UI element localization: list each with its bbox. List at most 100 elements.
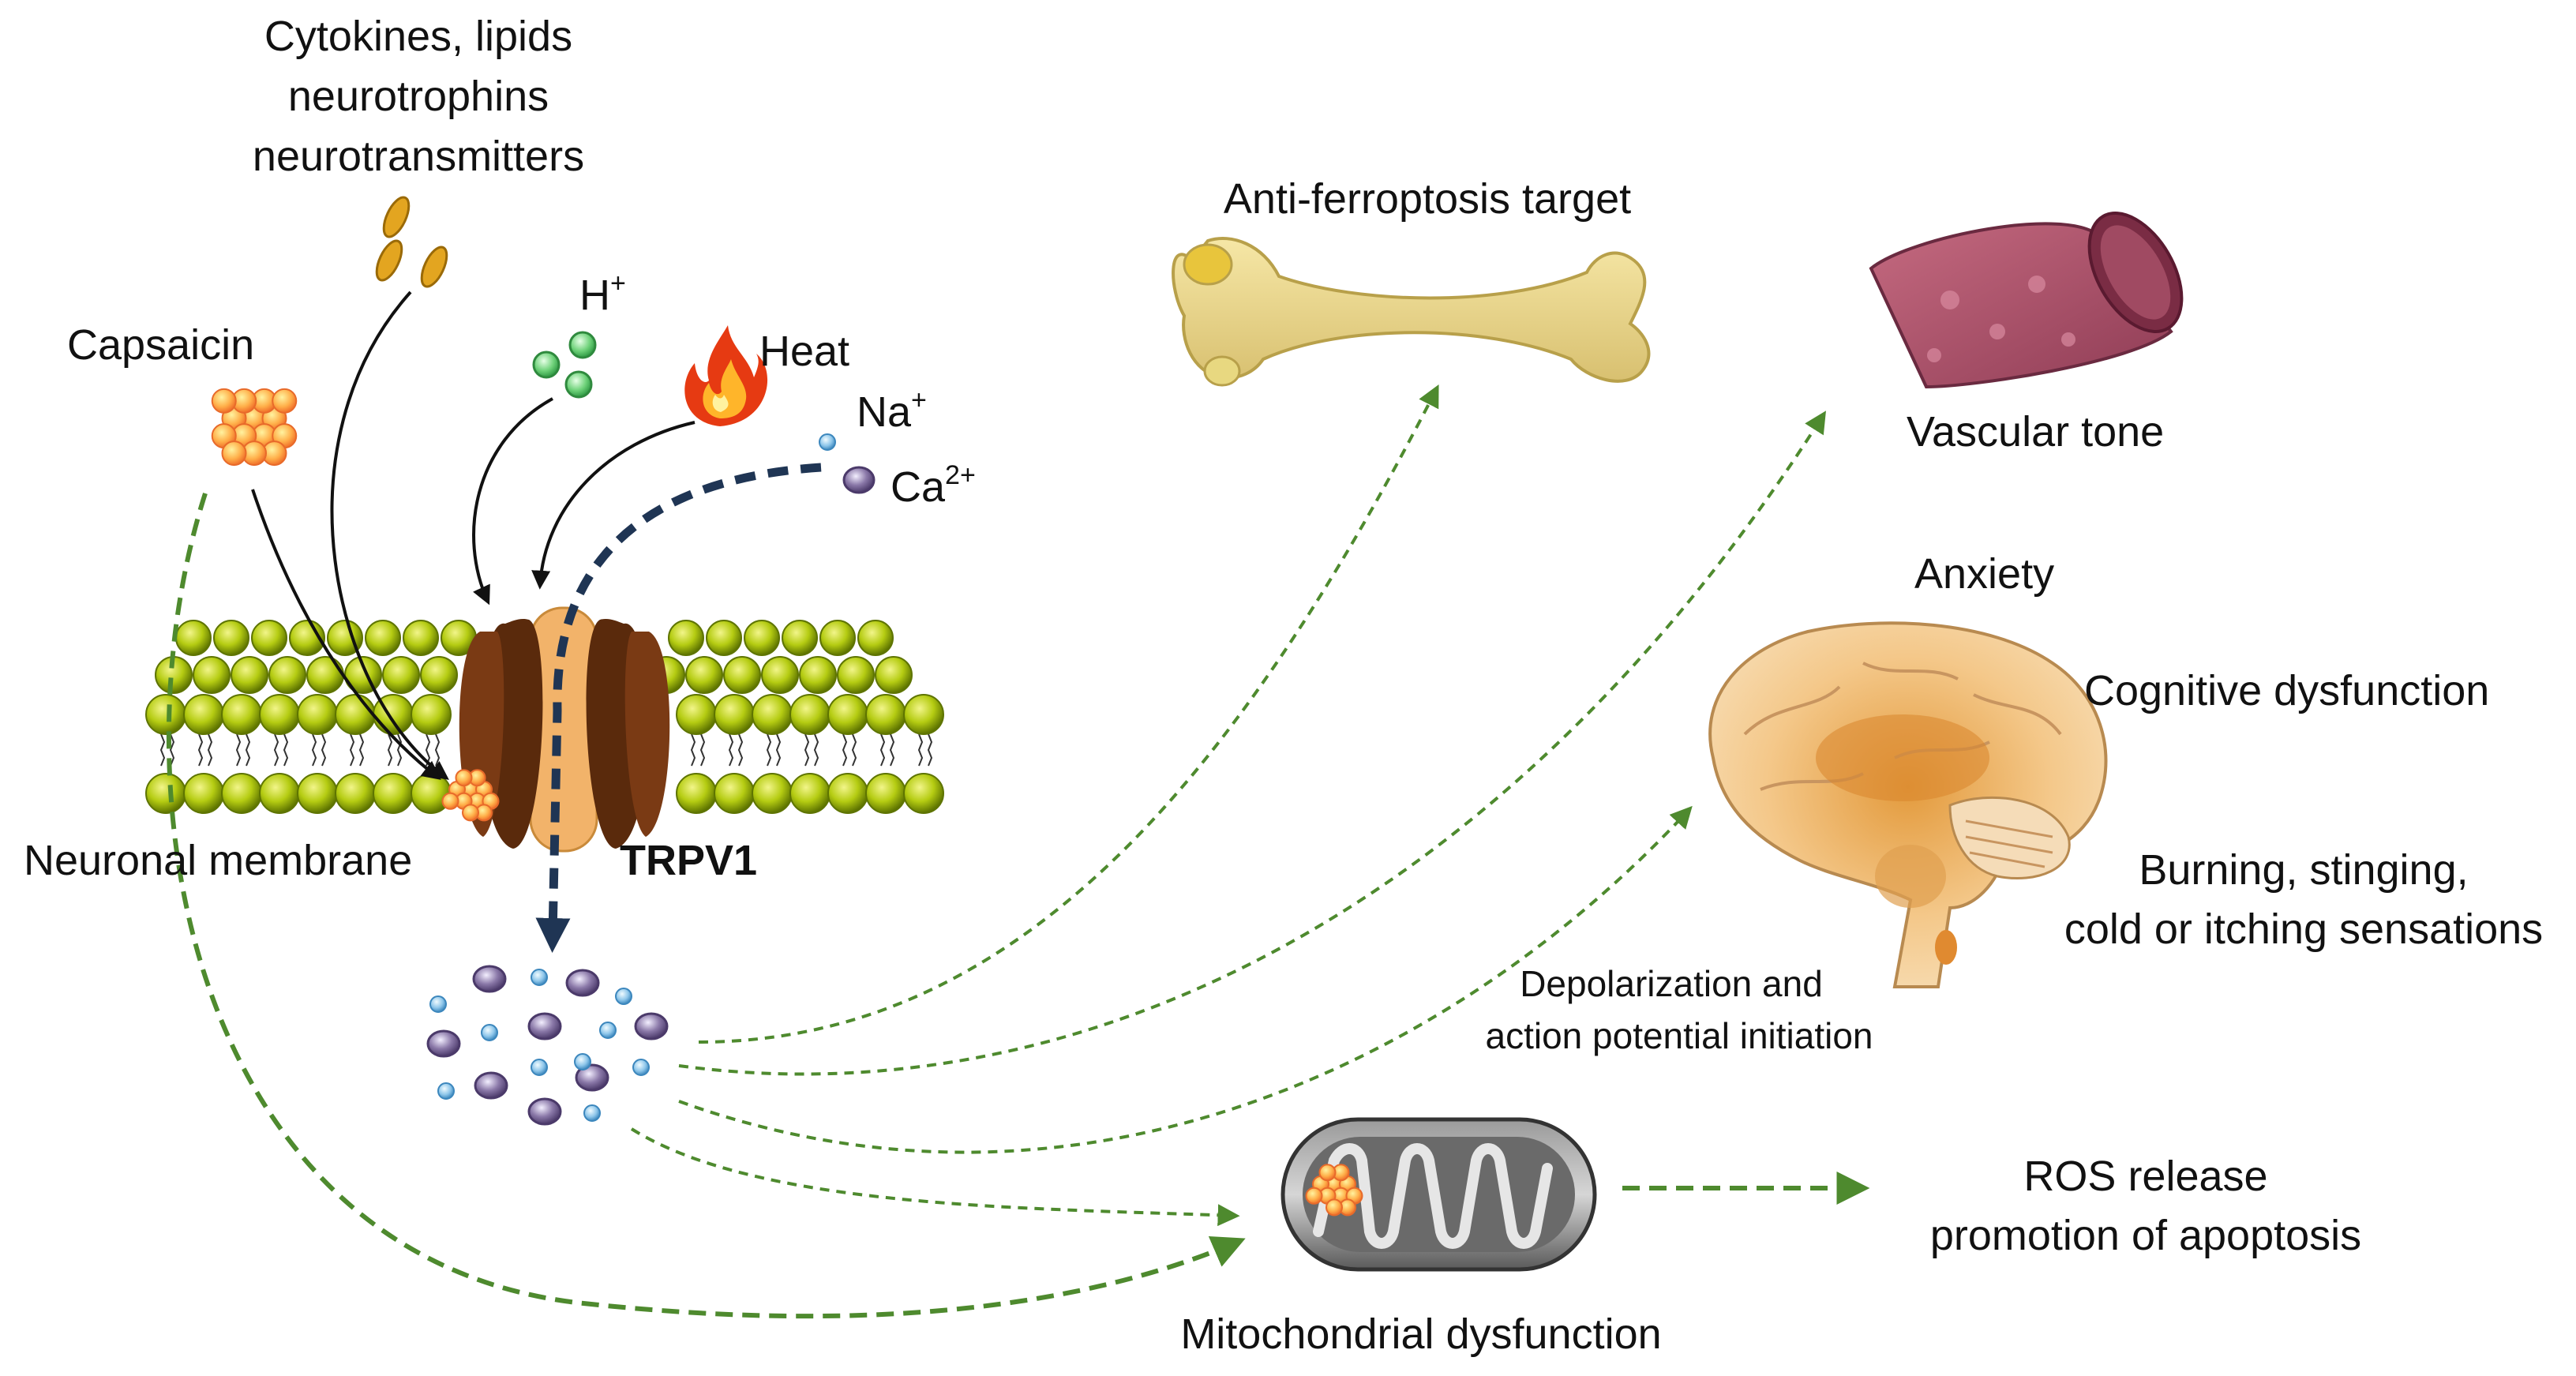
capsaicin-bead (441, 792, 459, 810)
lipid-head (297, 694, 338, 735)
lipid-tail (699, 733, 706, 767)
lipid-head (259, 694, 300, 735)
cytokines-label-1: Cytokines, lipids (264, 13, 572, 60)
cytokines-label-3: neurotransmitters (253, 133, 584, 180)
lipid-head (365, 620, 401, 656)
proton-icon (532, 331, 597, 399)
trpv1-label: TRPV1 (620, 837, 757, 884)
sodium-ion (574, 1053, 591, 1070)
heat-flame-icon (684, 325, 768, 426)
sodium-ion (429, 995, 447, 1013)
capsaicin-bead (221, 441, 247, 467)
intracellular-ions (426, 965, 669, 1126)
lipid-head (782, 620, 818, 656)
capsaicin-bead (272, 388, 298, 414)
sodium-ion (437, 1082, 455, 1100)
lipid-head (403, 620, 439, 656)
lipid-head (306, 656, 344, 694)
lipid-tail (851, 733, 857, 767)
capsaicin-mito-icon (1305, 1164, 1363, 1217)
lipid-head (827, 694, 868, 735)
lipid-tail (349, 733, 355, 767)
lipid-tail (169, 733, 175, 767)
lipid-head (685, 656, 723, 694)
ros-label-2: promotion of apoptosis (1930, 1212, 2361, 1259)
lipid-tail (889, 733, 895, 767)
calcium-ion (575, 1063, 609, 1092)
lipid-tail (321, 733, 327, 767)
capsaicin-label: Capsaicin (67, 321, 254, 369)
lipid-head (789, 773, 831, 814)
sodium-ion (632, 1059, 650, 1076)
sodium-ion (583, 1104, 601, 1122)
calcium-ion (634, 1012, 669, 1040)
lipid-head (183, 773, 224, 814)
calcium-ion (527, 1012, 562, 1040)
lipid-tail (358, 733, 365, 767)
lipid-head (411, 694, 452, 735)
lipid-head (335, 773, 376, 814)
lipid-tail (245, 733, 251, 767)
mitochondria-label: Mitochondrial dysfunction (1180, 1310, 1661, 1358)
calcium-ion-icon (842, 466, 876, 494)
lipid-tail (775, 733, 782, 767)
stimuli-labels: Cytokines, lipids neurotrophins neurotra… (67, 13, 976, 511)
lipid-head (837, 656, 875, 694)
ion-influx-arrow (535, 463, 822, 953)
capsaicin-bead (1305, 1187, 1323, 1205)
ferroptosis-label: Anti-ferroptosis target (1224, 175, 1631, 223)
vascular-label: Vascular tone (1907, 408, 2164, 456)
lipid-head (857, 620, 894, 656)
sensations-label-2: cold or itching sensations (2064, 905, 2543, 953)
lipid-head (819, 620, 856, 656)
mitochondrion-icon (1281, 1117, 1597, 1272)
lipid-head (865, 694, 906, 735)
lipid-head (668, 620, 704, 656)
bone-icon (1172, 237, 1651, 387)
calcium-label: Ca2+ (891, 460, 976, 511)
lipid-tail (425, 733, 431, 767)
calcium-ion (426, 1029, 461, 1058)
lipid-tail (387, 733, 393, 767)
lipid-tail (434, 733, 441, 767)
capsaicin-bead (455, 769, 473, 787)
lipid-head (903, 694, 944, 735)
lipid-tail (396, 733, 403, 767)
sodium-label: Na+ (857, 385, 927, 436)
sodium-ion (615, 988, 632, 1005)
lipid-head (259, 773, 300, 814)
outcome-labels: Anti-ferroptosis target Vascular tone An… (1180, 175, 2543, 1358)
ros-label-1: ROS release (2023, 1153, 2267, 1200)
lipid-tail (804, 733, 810, 767)
lipid-head (714, 773, 755, 814)
lipid-head (865, 773, 906, 814)
lipid-head (183, 694, 224, 735)
lipid-head (327, 620, 363, 656)
lipid-head (231, 656, 268, 694)
lipid-tail (737, 733, 744, 767)
lipid-head (420, 656, 458, 694)
lipid-tail (842, 733, 848, 767)
capsaicin-bead (1325, 1198, 1343, 1217)
cytokine-pellets-icon (375, 196, 448, 288)
sodium-ion-icon (819, 433, 836, 451)
lipid-head (903, 773, 944, 814)
capsaicin-bead (462, 804, 479, 822)
capsaicin-bead (211, 388, 237, 414)
brain-icon (1708, 621, 2108, 988)
lipid-head (706, 620, 742, 656)
lipid-tail (927, 733, 933, 767)
lipid-head (827, 773, 868, 814)
lipid-bilayer (145, 620, 944, 814)
lipid-head (145, 694, 186, 735)
capsaicin-mito-arrow (166, 493, 1246, 1319)
lipid-head (799, 656, 837, 694)
stimulus-arrows (251, 291, 696, 780)
lipid-head (875, 656, 913, 694)
lipid-tail (311, 733, 317, 767)
lipid-head (676, 694, 717, 735)
blood-vessel-icon (1869, 212, 2184, 389)
anxiety-label: Anxiety (1914, 550, 2054, 598)
lipid-head (297, 773, 338, 814)
